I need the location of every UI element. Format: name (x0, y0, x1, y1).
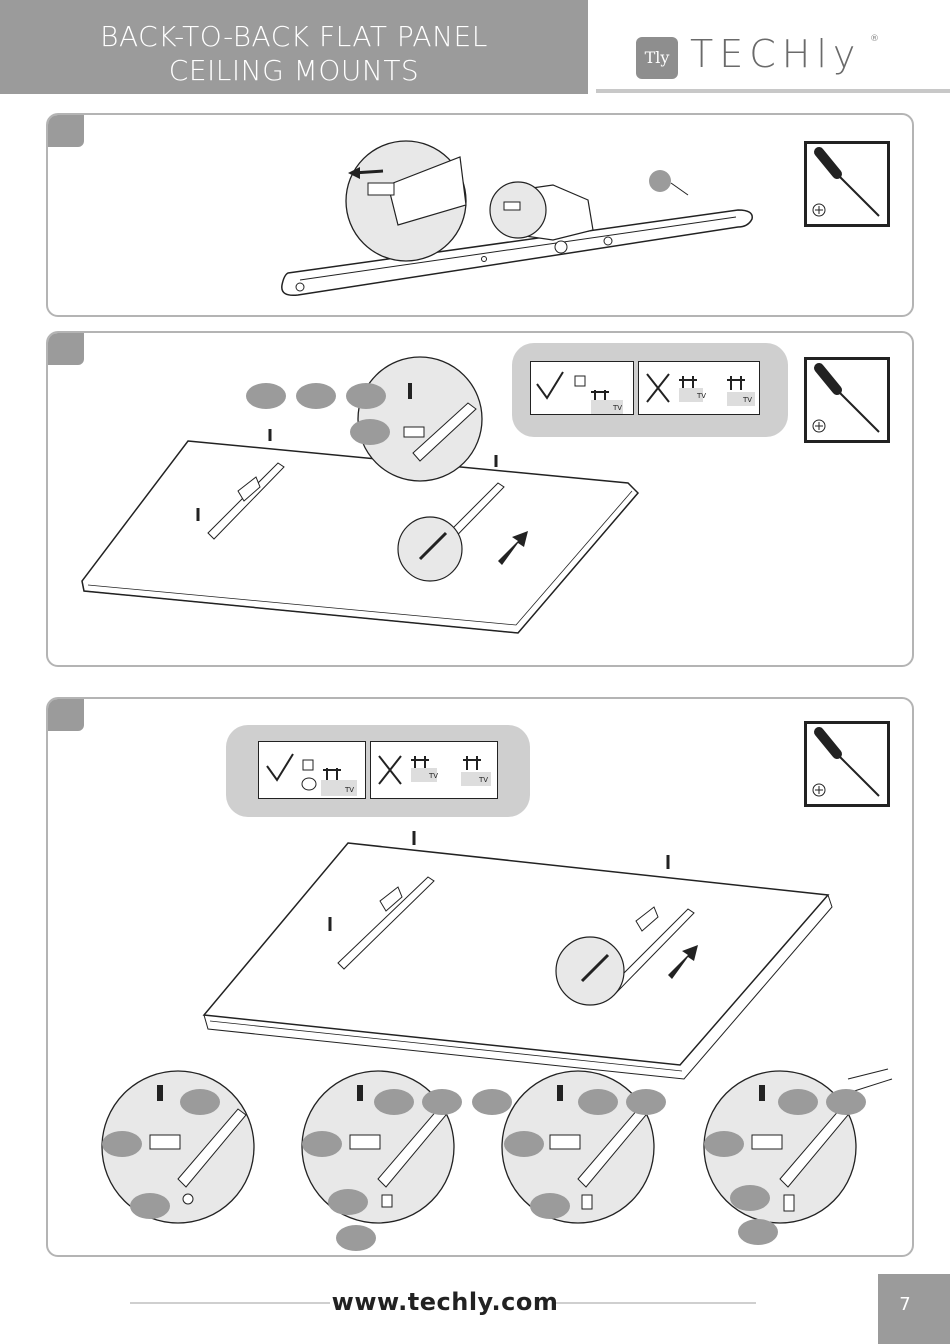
callout-bubble (730, 1185, 770, 1211)
screw-length-callout: TV TV TV (512, 343, 788, 437)
callout-bubble (530, 1193, 570, 1219)
screwdriver-icon (807, 360, 887, 440)
techly-logo: Tly TECHly ® (636, 30, 876, 90)
callout-bubble (704, 1131, 744, 1157)
callout-bubble (180, 1089, 220, 1115)
title-line-2: CEILING MOUNTS (0, 54, 588, 88)
step-panel-2: TV TV TV (46, 331, 914, 667)
footer-rule-left (130, 1302, 330, 1304)
check-icon: TV (531, 362, 633, 414)
callout-bubble (472, 1089, 512, 1115)
logo-wordmark: TECHly (690, 32, 861, 76)
title-line-1: BACK-TO-BACK FLAT PANEL (0, 20, 588, 54)
incorrect-fit-box: TV TV (638, 361, 760, 415)
footer-url[interactable]: www.techly.com (330, 1288, 560, 1316)
step-panel-3: TV TV TV (46, 697, 914, 1257)
screwdriver-tool-box (804, 357, 890, 443)
callout-bubble (778, 1089, 818, 1115)
callout-bubble (374, 1089, 414, 1115)
page-number: 7 (878, 1294, 932, 1315)
tv-label: TV (696, 392, 706, 400)
tv-label: TV (612, 404, 622, 412)
callout-bubble (302, 1131, 342, 1157)
rail-illustration (48, 115, 912, 315)
callout-bubble (626, 1089, 666, 1115)
callout-bubble (504, 1131, 544, 1157)
page-number-box: 7 (878, 1274, 950, 1344)
step-panel-1 (46, 113, 914, 317)
registered-mark: ® (870, 34, 879, 44)
tv-label: TV (742, 396, 752, 404)
footer-rule-right (556, 1302, 756, 1304)
tv-back-illustration (48, 699, 912, 1255)
callout-bubble (826, 1089, 866, 1115)
callout-bubble (346, 383, 386, 409)
cross-icon: TV TV (639, 362, 759, 414)
page-title: BACK-TO-BACK FLAT PANEL CEILING MOUNTS (0, 20, 588, 88)
callout-bubble (296, 383, 336, 409)
callout-bubble (328, 1189, 368, 1215)
callout-bubble (422, 1089, 462, 1115)
callout-bubble (350, 419, 390, 445)
callout-bubble (246, 383, 286, 409)
callout-bubble (102, 1131, 142, 1157)
screwdriver-tool-box (804, 141, 890, 227)
callout-bubble (336, 1225, 376, 1251)
screwdriver-icon (807, 144, 887, 224)
callout-bubble (738, 1219, 778, 1245)
correct-fit-box: TV (530, 361, 634, 415)
callout-bubble (130, 1193, 170, 1219)
callout-bubble (578, 1089, 618, 1115)
logo-badge: Tly (636, 37, 678, 79)
